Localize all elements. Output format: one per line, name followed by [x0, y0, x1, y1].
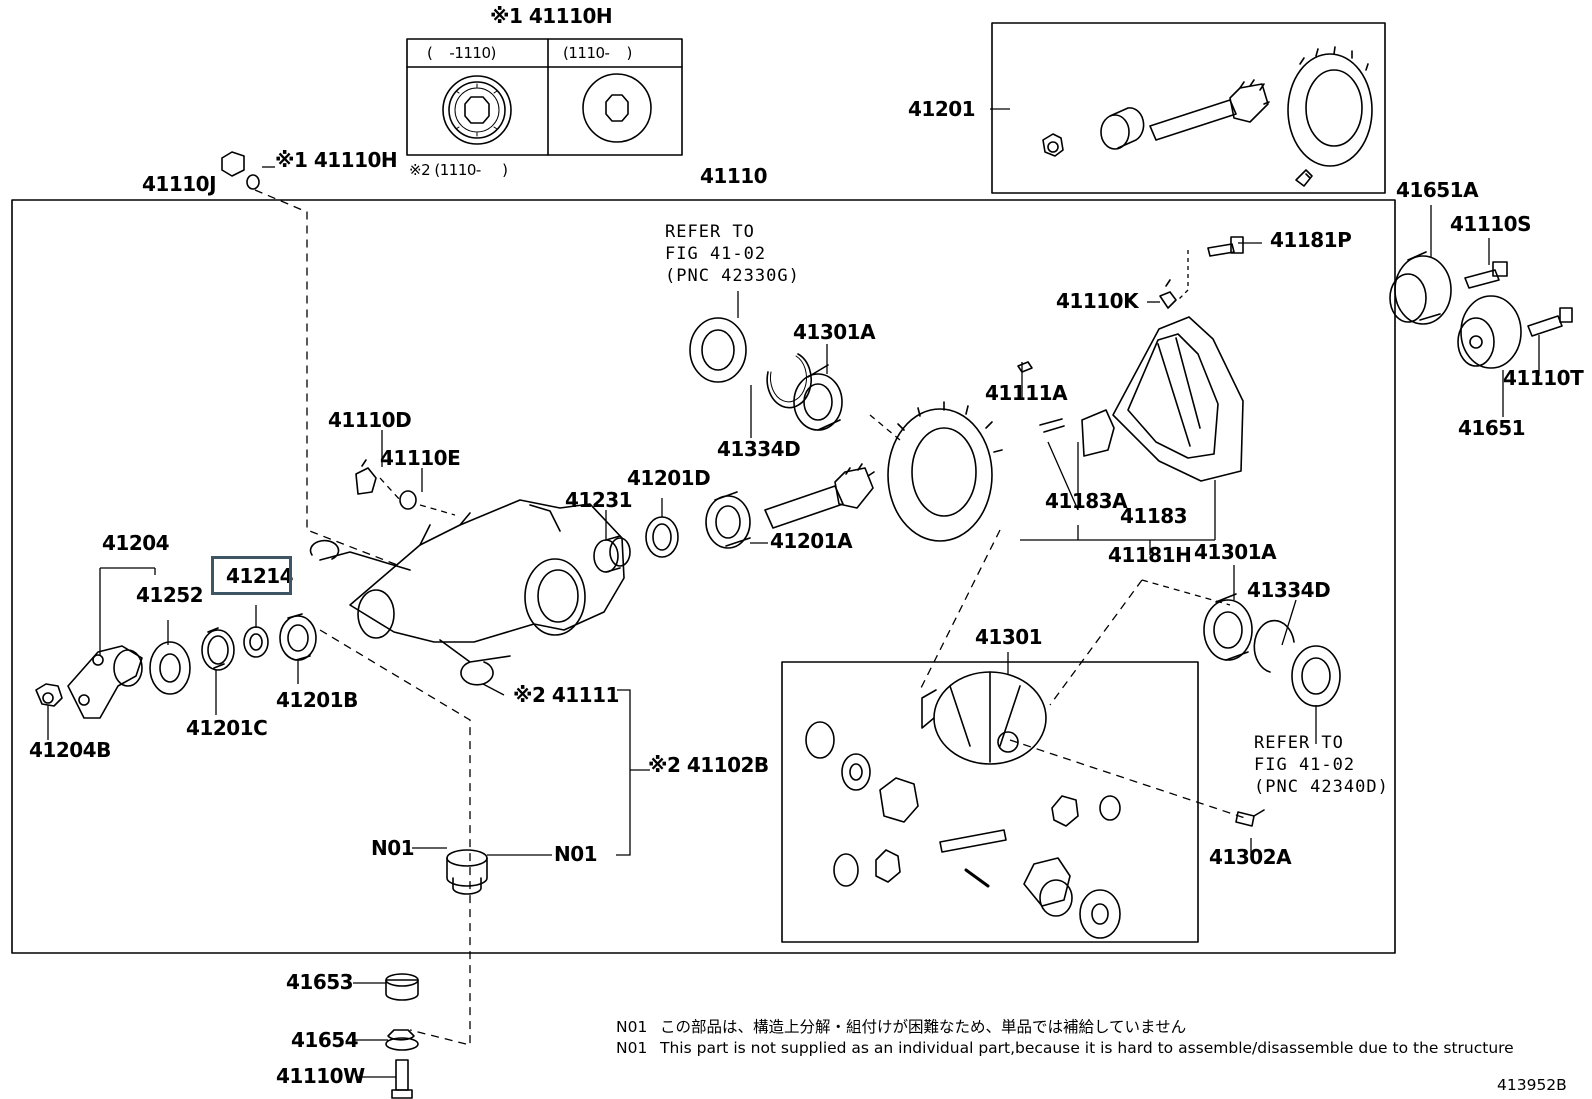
- label-41111a: 41111A: [985, 381, 1068, 405]
- nut-41204b: [35, 683, 63, 707]
- label-41111: ※2 41111: [513, 683, 619, 707]
- refer-bottom-line3: (PNC 42340D): [1254, 777, 1389, 797]
- carrier-housing-41111: [309, 499, 625, 686]
- label-41201d: 41201D: [627, 466, 711, 490]
- companion-flange-41651: [1457, 295, 1522, 369]
- label-41334d: 41334D: [1247, 578, 1331, 602]
- range-note: ※2 (1110- ): [409, 161, 508, 179]
- label-41110s: 41110S: [1450, 212, 1531, 236]
- label-41181p: 41181P: [1270, 228, 1352, 252]
- label-41654: 41654: [291, 1028, 359, 1052]
- refer-top-line3: (PNC 42330G): [665, 266, 800, 286]
- label-41110h-top: ※1 41110H: [490, 4, 613, 28]
- plug-41110d: [355, 459, 377, 495]
- label-41204b: 41204B: [29, 738, 111, 762]
- refer-bottom-line1: REFER TO: [1254, 733, 1344, 753]
- bolt-41110w: [391, 1059, 413, 1099]
- label-41183a: 41183A: [1045, 489, 1128, 513]
- rear-cover-41181h: [1017, 316, 1244, 482]
- label-41214: 41214: [226, 564, 294, 588]
- range-label-right: (1110- ): [563, 44, 632, 62]
- refer-bottom-line2: FIG 41-02: [1254, 755, 1356, 775]
- label-41110d: 41110D: [328, 408, 412, 432]
- plug-washer-icon: [582, 73, 652, 143]
- note-en-code: N01: [616, 1039, 648, 1057]
- note-jp-code: N01: [616, 1018, 648, 1036]
- label-41183: 41183: [1120, 504, 1188, 528]
- label-41181h: 41181H: [1108, 543, 1192, 567]
- collar-41231: [593, 535, 631, 573]
- washer-41214: [243, 626, 269, 658]
- bolt-41110s: [1464, 261, 1508, 289]
- ring-pinion-gear-set: [1042, 46, 1373, 187]
- bolt-41110t: [1527, 307, 1573, 337]
- label-41301a-top: 41301A: [793, 320, 876, 344]
- label-41301: 41301: [975, 625, 1043, 649]
- ring-pinion-frame: [991, 22, 1386, 194]
- label-41201b: 41201B: [276, 688, 358, 712]
- label-41302a: 41302A: [1209, 845, 1292, 869]
- label-41201a: 41201A: [770, 529, 853, 553]
- oil-seal-41201c: [201, 627, 235, 671]
- drive-pinion-41201a: [705, 463, 875, 549]
- range-label-left: ( -1110): [427, 44, 496, 62]
- label-41201: 41201: [908, 97, 976, 121]
- plug-41110k: [1159, 279, 1177, 309]
- oil-seal-42330g: [689, 317, 747, 383]
- dust-deflector-41252: [149, 641, 191, 695]
- refer-top-line2: FIG 41-02: [665, 244, 767, 264]
- stopper-41653: [385, 973, 419, 1001]
- ring-gear-41201: [887, 401, 1003, 542]
- bearing-41301a: [1203, 593, 1253, 661]
- label-41110t: 41110T: [1503, 366, 1584, 390]
- label-41334d-top: 41334D: [717, 437, 801, 461]
- label-41651: 41651: [1458, 416, 1526, 440]
- label-41110h: ※1 41110H: [275, 148, 398, 172]
- companion-flange-41204: [67, 645, 143, 719]
- label-41110w: 41110W: [276, 1064, 365, 1088]
- label-41110e: 41110E: [380, 446, 461, 470]
- label-41110k: 41110K: [1056, 289, 1139, 313]
- variant-table: [406, 38, 683, 156]
- label-41110: 41110: [700, 164, 768, 188]
- mount-n01: [446, 849, 488, 895]
- label-n01-right: N01: [554, 842, 598, 866]
- note-jp-text: この部品は、構造上分解・組付けが困難なため、単品では補給していません: [660, 1018, 1187, 1036]
- bolt-41302a: [1235, 809, 1265, 827]
- snap-ring-41334d-top: [766, 353, 812, 409]
- bearing-41201b: [279, 613, 317, 661]
- oil-seal-42340d: [1291, 645, 1341, 707]
- label-41110j: 41110J: [142, 172, 217, 196]
- label-41301a: 41301A: [1194, 540, 1277, 564]
- bolt-41181p: [1207, 236, 1244, 257]
- differential-case-41301: [805, 671, 1121, 939]
- oil-plug-gasket-icon: [442, 75, 512, 145]
- label-41102b: ※2 41102B: [648, 753, 769, 777]
- bearing-41301a-top: [793, 364, 843, 431]
- label-41653: 41653: [286, 970, 354, 994]
- stopper-41654: [385, 1029, 419, 1051]
- plug-41110h: [221, 151, 260, 190]
- highlight-box-41214[interactable]: [211, 556, 292, 595]
- spacer-41201d: [645, 516, 679, 558]
- label-41651a: 41651A: [1396, 178, 1479, 202]
- snap-ring-41334d: [1253, 619, 1295, 673]
- label-41201c: 41201C: [186, 716, 268, 740]
- refer-top-line1: REFER TO: [665, 222, 755, 242]
- label-41231: 41231: [565, 488, 633, 512]
- label-41252: 41252: [136, 583, 204, 607]
- note-en-text: This part is not supplied as an individu…: [660, 1039, 1514, 1057]
- label-n01-left: N01: [371, 836, 415, 860]
- main-assembly-frame: [11, 199, 1396, 954]
- companion-flange-41651a: [1389, 251, 1452, 325]
- figure-id: 413952B: [1497, 1076, 1567, 1094]
- label-41204: 41204: [102, 531, 170, 555]
- gasket-41110e: [399, 490, 417, 510]
